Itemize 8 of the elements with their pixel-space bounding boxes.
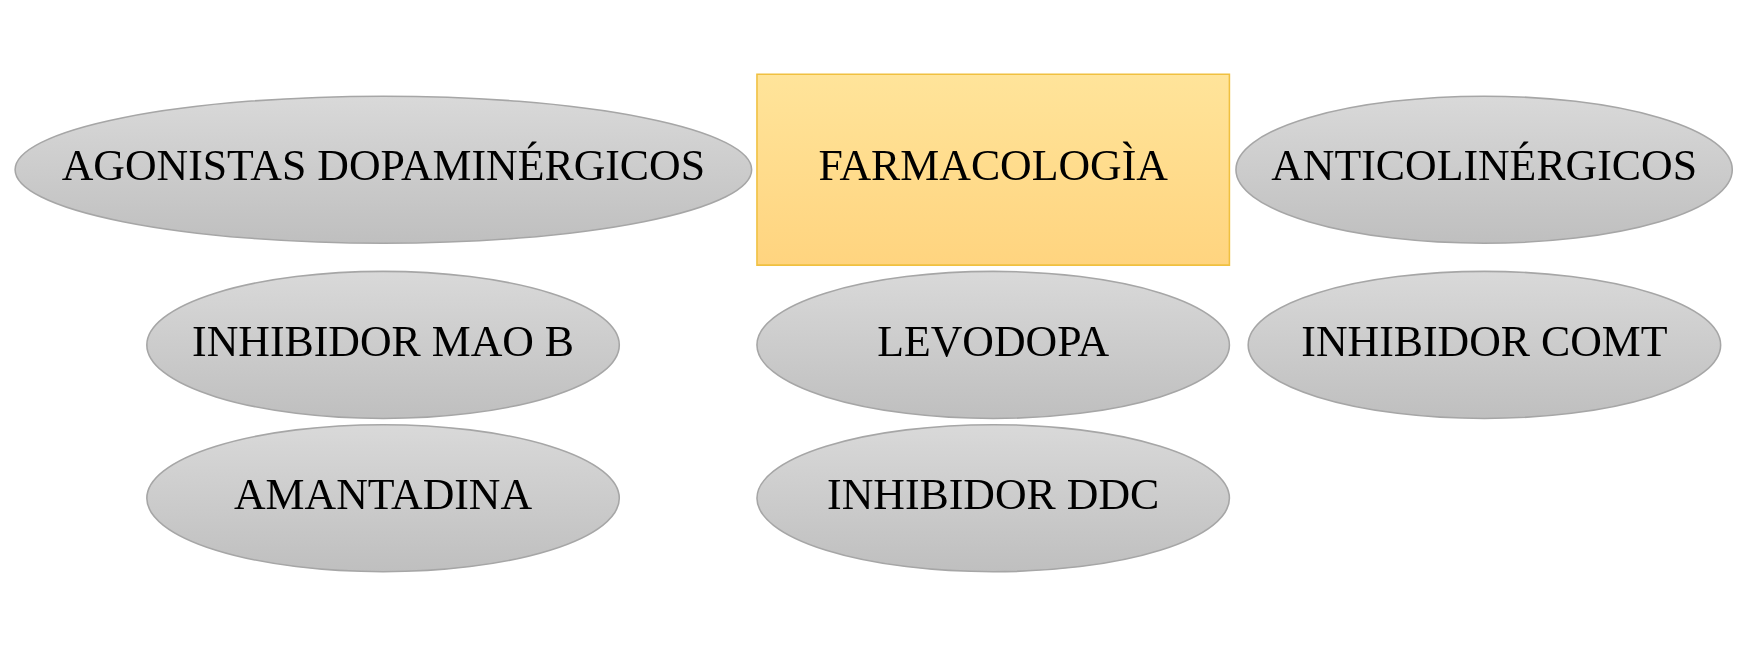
node-ellipse: ANTICOLINÉRGICOS — [1235, 94, 1734, 244]
node-ellipse: INHIBIDOR MAO B — [146, 270, 621, 419]
node-box: FARMACOLOGÌA — [756, 73, 1231, 266]
node-ellipse: AMANTADINA — [146, 423, 621, 572]
node-ellipse: INHIBIDOR DDC — [756, 423, 1231, 572]
node-ellipse: LEVODOPA — [756, 270, 1231, 419]
node-ellipse: INHIBIDOR COMT — [1247, 270, 1722, 419]
node-ellipse: AGONISTAS DOPAMINÉRGICOS — [14, 94, 753, 244]
